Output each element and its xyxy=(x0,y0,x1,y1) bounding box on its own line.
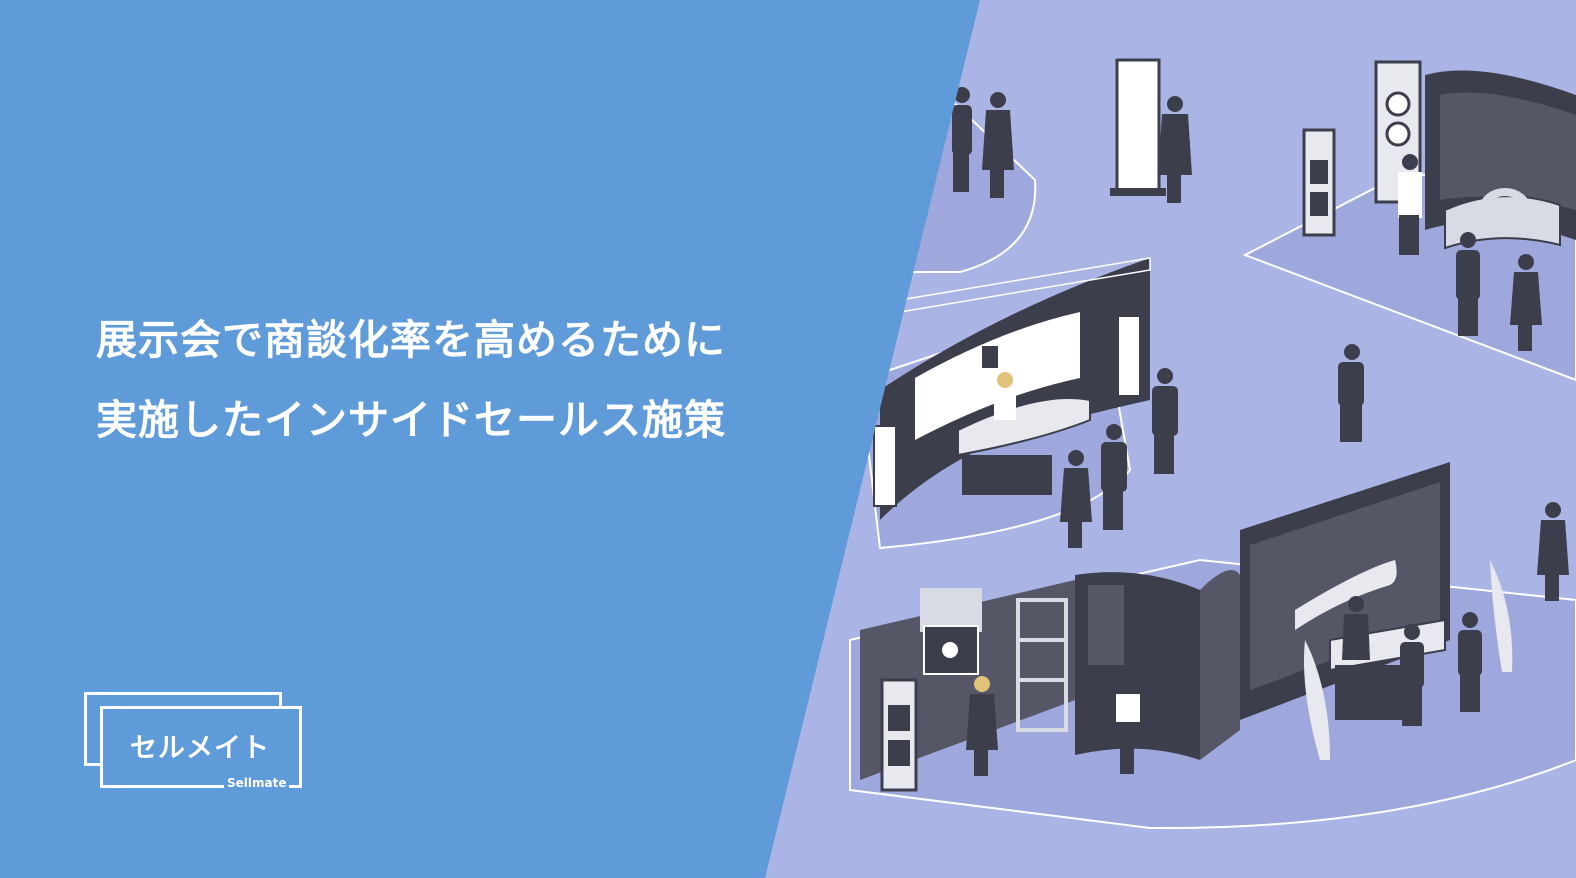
sellmate-logo: セルメイト Sellmate xyxy=(82,690,322,800)
person xyxy=(1398,154,1422,255)
person xyxy=(994,372,1016,420)
person xyxy=(1101,424,1127,530)
visitors xyxy=(952,87,1569,776)
person xyxy=(1342,596,1370,660)
person xyxy=(1338,344,1364,442)
person xyxy=(1458,612,1482,712)
person xyxy=(1114,676,1142,774)
person xyxy=(952,87,972,192)
rollup-banner xyxy=(1110,58,1166,196)
person xyxy=(1400,624,1424,726)
person xyxy=(982,92,1014,198)
logo-name: セルメイト xyxy=(130,733,270,764)
booth-middle xyxy=(873,257,1151,520)
booth-top-right xyxy=(1302,60,1576,250)
logo-subtitle: Sellmate xyxy=(224,776,290,790)
person xyxy=(1537,502,1569,601)
person xyxy=(1456,232,1480,336)
headline-line-1: 展示会で商談化率を高めるために xyxy=(96,316,726,364)
person xyxy=(966,676,998,776)
logo-frame-front xyxy=(100,706,302,788)
headline-line-2: 実施したインサイドセールス施策 xyxy=(96,396,726,444)
person xyxy=(1158,96,1192,203)
person xyxy=(1060,450,1092,548)
person xyxy=(1152,368,1178,474)
booth-bottom xyxy=(860,462,1513,792)
person xyxy=(1510,254,1542,351)
headline: 展示会で商談化率を高めるために 実施したインサイドセールス施策 xyxy=(96,300,816,460)
